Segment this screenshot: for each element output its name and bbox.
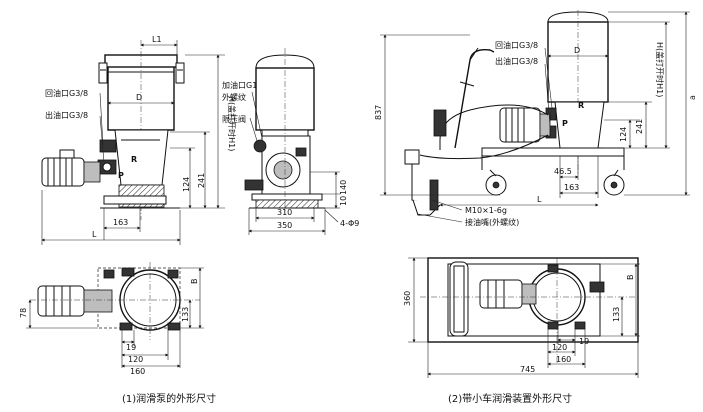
cart-front-view: P R 回油口G3/8 出油口G3/8 D 837 124: [374, 10, 697, 227]
pump-dim-d: D: [136, 93, 142, 102]
cart-top-dim-160: 160: [556, 355, 571, 364]
cart-top-dim-360: 360: [403, 291, 412, 306]
pump-top-dim-133: 133: [181, 307, 190, 322]
pump-top-dim-b: B: [190, 279, 199, 285]
pump-top-dim-78: 78: [19, 308, 28, 318]
pump-dim-310: 310: [277, 208, 292, 217]
pump-dim-241: 241: [197, 173, 206, 188]
pump-dim-124: 124: [182, 177, 191, 192]
cart-top-dim-120: 120: [552, 343, 567, 352]
cart-dim-46-5: 46.5: [554, 167, 572, 176]
cart-dim-837: 837: [374, 105, 383, 120]
pump-top-dim-120: 120: [128, 355, 143, 364]
cart-top-dim-745: 745: [520, 365, 535, 374]
cart-dim-a: a: [688, 95, 697, 100]
pump-dim-h: H(盖打开时H1): [227, 96, 237, 151]
cart-dim-163: 163: [564, 183, 579, 192]
pump-front-view: R P L1 D 回油口G3/8 出油口G3/8 H(盖打开时H1) 124 2…: [41, 35, 237, 245]
pump-port-p: P: [118, 171, 124, 180]
cart-dim-d: D: [574, 46, 580, 55]
pump-inlet-label: 加油口G1: [222, 80, 257, 90]
cart-dim-l: L: [537, 195, 542, 204]
cart-top-dim-b: B: [626, 275, 635, 281]
pump-relief-valve-label: 限压阀: [222, 115, 246, 124]
cart-dim-241: 241: [635, 119, 644, 134]
cart-return-port-label: 回油口G3/8: [495, 40, 538, 50]
cart-dim-124: 124: [619, 127, 628, 142]
pump-side-view: 加油口G1 外螺纹 限压阀 140 10 310 350 4-Φ9: [222, 48, 359, 235]
pump-mount-holes-label: 4-Φ9: [340, 219, 359, 228]
cart-nozzle-label: 接油嘴(外螺纹): [465, 217, 519, 227]
pump-dim-l: L: [92, 230, 97, 239]
cart-top-dim-133: 133: [612, 307, 621, 322]
pump-top-view: 78 19 120 160 B 133: [19, 262, 204, 376]
caption-pump-dimensions: (1)润滑泵的外形尺寸: [122, 394, 217, 405]
pump-port-r: R: [131, 155, 137, 164]
pump-top-dim-19: 19: [126, 343, 136, 352]
pump-return-port-label: 回油口G3/8: [45, 88, 88, 98]
cart-dim-h: H(盖打开时H1): [655, 42, 665, 97]
pump-dim-l1: L1: [152, 35, 162, 44]
pump-dim-140: 140: [339, 180, 348, 195]
pump-outlet-port-label: 出油口G3/8: [45, 110, 88, 120]
pump-dim-163: 163: [113, 218, 128, 227]
cart-nozzle-thread-label: M10×1-6g: [465, 206, 507, 215]
cart-top-view: 360 B 133 19 120 160 745: [403, 257, 640, 378]
pump-top-dim-160: 160: [130, 367, 145, 376]
pump-dim-10: 10: [339, 196, 348, 206]
cart-port-r: R: [578, 101, 584, 110]
cart-outlet-port-label: 出油口G3/8: [495, 56, 538, 66]
cart-top-dim-19: 19: [579, 337, 589, 346]
pump-inlet-thread-label: 外螺纹: [222, 92, 246, 102]
pump-dim-350: 350: [277, 221, 292, 230]
cart-port-p: P: [562, 119, 568, 128]
caption-cart-dimensions: (2)带小车润滑装置外形尺寸: [448, 394, 573, 405]
